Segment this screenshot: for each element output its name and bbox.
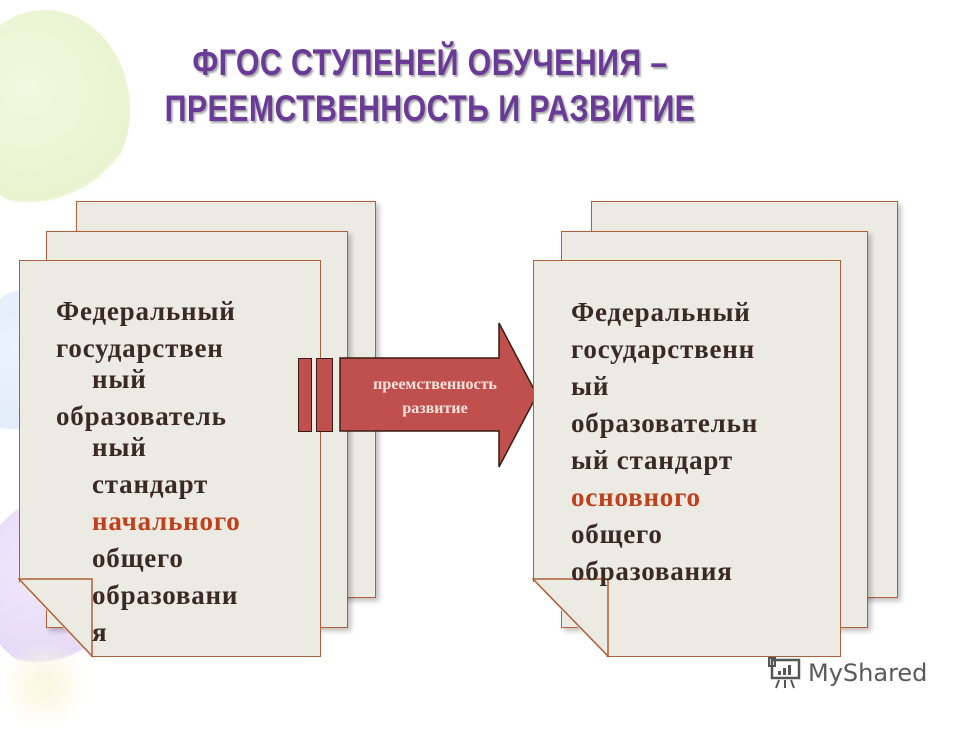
title-line-2: ПРЕЕМСТВЕННОСТЬ И РАЗВИТИЕ (164, 88, 696, 129)
highlight-level: основного (571, 482, 701, 512)
right-document-text: Федеральный государственн ый образовател… (571, 294, 758, 590)
text-line: государствен (56, 333, 224, 363)
right-page-curl-icon (532, 578, 609, 658)
slide-title: ФГОС СТУПЕНЕЙ ОБУЧЕНИЯ – ПРЕЕМСТВЕННОСТЬ… (77, 40, 782, 132)
text-line: образования (571, 556, 733, 586)
watermark-label: MyShared (808, 659, 928, 687)
highlight-level: начального (92, 506, 241, 536)
text-line: образователь (56, 401, 227, 431)
presentation-board-icon (768, 657, 801, 689)
text-line: ный (92, 364, 147, 394)
text-line: государственн (571, 334, 756, 364)
myshared-watermark[interactable]: MyShared (768, 657, 927, 689)
left-document-text: Федеральный государствен ный образовател… (56, 293, 241, 651)
text-line: общего (92, 543, 184, 573)
decorative-balloon-green (0, 10, 130, 210)
title-line-1: ФГОС СТУПЕНЕЙ ОБУЧЕНИЯ – (192, 42, 668, 83)
arrow-label-line-2: развитие (402, 400, 468, 417)
decorative-balloon-yellow (0, 640, 90, 730)
arrow-stripe-1 (298, 358, 312, 432)
text-line: я (92, 617, 108, 647)
arrow-label: преемственность развитие (345, 373, 525, 421)
arrow-label-line-1: преемственность (373, 376, 497, 393)
text-line: ный (92, 432, 147, 462)
text-line: ый (571, 371, 610, 401)
text-line: стандарт (92, 469, 209, 499)
text-line: Федеральный (571, 297, 751, 327)
text-line: образовательн (571, 408, 759, 438)
left-page-curl-icon (18, 578, 93, 658)
text-line: общего (571, 519, 663, 549)
text-line: Федеральный (56, 296, 236, 326)
text-line: ый стандарт (571, 445, 733, 475)
text-line: образовани (92, 580, 239, 610)
right-arrow-icon (339, 322, 538, 468)
arrow-stripe-2 (316, 358, 333, 432)
